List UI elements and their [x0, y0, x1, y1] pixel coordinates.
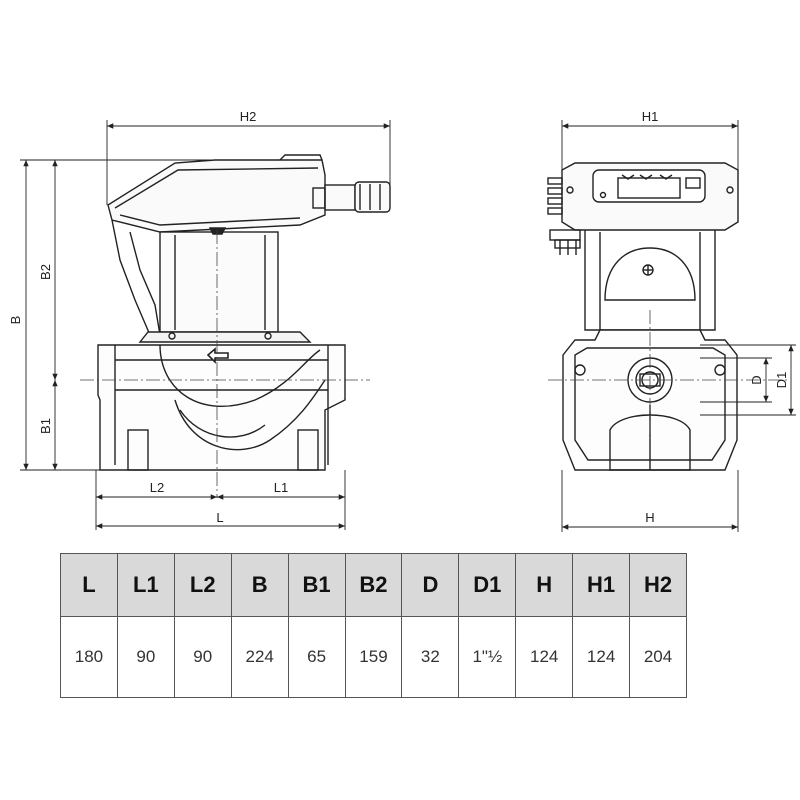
header-cell-b1: B1	[287, 553, 346, 617]
value-cell-d: 32	[401, 616, 460, 698]
dim-label-h: H	[645, 510, 654, 525]
header-cell-h2: H2	[629, 553, 687, 617]
dim-label-b: B	[8, 316, 23, 325]
pump-side-view	[97, 154, 391, 471]
value-cell-h1: 124	[572, 616, 631, 698]
dim-label-h2: H2	[240, 109, 257, 124]
dimensions-table: L L1 L2 B B1 B2 D D1 H H1 H2 180 90 90 2…	[60, 553, 687, 698]
dim-label-l1: L1	[274, 480, 288, 495]
value-cell-b: 224	[230, 616, 289, 698]
dim-label-l: L	[216, 510, 223, 525]
technical-drawing: H2 B B2 B1 L2 L1 L H1 H D D1	[8, 109, 796, 532]
dim-label-l2: L2	[150, 480, 164, 495]
value-cell-h: 124	[515, 616, 574, 698]
header-cell-l: L	[60, 553, 118, 617]
header-cell-d1: D1	[458, 553, 517, 617]
value-cell-l1: 90	[116, 616, 175, 698]
value-cell-l2: 90	[173, 616, 232, 698]
header-cell-l1: L1	[116, 553, 175, 617]
header-cell-l2: L2	[173, 553, 232, 617]
table-header-row: L L1 L2 B B1 B2 D D1 H H1 H2	[60, 553, 687, 617]
header-cell-b2: B2	[344, 553, 403, 617]
value-cell-d1: 1"½	[458, 616, 517, 698]
pump-front-view	[547, 162, 739, 471]
value-cell-b2: 159	[344, 616, 403, 698]
value-cell-h2: 204	[629, 616, 687, 698]
header-cell-d: D	[401, 553, 460, 617]
dim-label-b1: B1	[38, 418, 53, 434]
header-cell-h: H	[515, 553, 574, 617]
value-cell-b1: 65	[287, 616, 346, 698]
dim-label-b2: B2	[38, 264, 53, 280]
header-cell-h1: H1	[572, 553, 631, 617]
table-row: 180 90 90 224 65 159 32 1"½ 124 124 204	[60, 616, 687, 698]
header-cell-b: B	[230, 553, 289, 617]
dim-label-d1: D1	[774, 372, 789, 389]
value-cell-l: 180	[60, 616, 118, 698]
dim-label-d: D	[749, 375, 764, 384]
dim-label-h1: H1	[642, 109, 659, 124]
